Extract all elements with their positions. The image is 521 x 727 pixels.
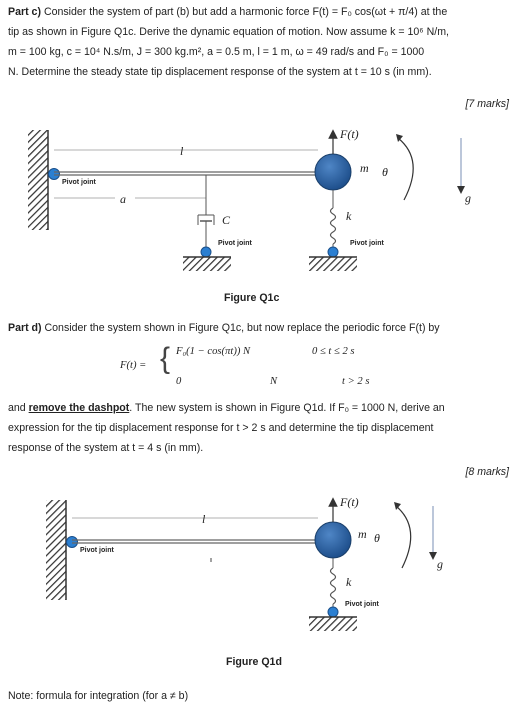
pivot-damper-circle [200,246,212,258]
pivot-left-label-d: Pivot joint [80,547,115,554]
gravity-label: g [465,191,471,205]
pivot-spring-circle [327,246,339,258]
partc-line3: m = 100 kg, c = 10⁴ N.s/m, J = 300 kg.m²… [8,46,425,58]
partc-text: Part c) Consider the system of part (b) … [8,2,508,82]
partd-line2: and remove the dashpot. The new system i… [8,402,445,414]
pivot-left-circle [48,168,60,180]
spring-k-label: k [346,209,352,223]
theta-label-d: θ [374,531,380,545]
pivot-left-circle-d [66,536,78,548]
damper-c-label: C [222,213,231,227]
case2-unit: N [270,376,278,387]
partd-line3: expression for the tip displacement resp… [8,422,434,434]
partd-marks: [8 marks] [465,466,509,478]
mass-ball-d [314,521,352,559]
case1-expr: F₀(1 − cos(πt)) N [176,346,251,357]
pivot-spring-circle-d [327,606,339,618]
ground-damper [183,257,231,271]
force-label-d: F(t) [339,495,359,509]
case1-cond: 0 ≤ t ≤ 2 s [312,346,355,357]
pivot-damper-label: Pivot joint [218,240,253,247]
figure-q1d: Pivot joint l m θ F(t) g k Pivot joint [46,495,443,631]
length-l-label-d: l [202,512,206,526]
length-a-label: a [120,192,126,206]
piecewise-lhs: F(t) = [120,360,147,371]
case2-cond: t > 2 s [342,376,370,387]
rotation-arc [397,137,414,201]
ground-spring [309,257,357,271]
partc-line2: tip as shown in Figure Q1c. Derive the d… [8,26,449,38]
figure-q1d-caption: Figure Q1d [226,656,282,668]
mass-m-label-d: m [358,527,367,541]
partc-heading: Part c) [8,6,41,18]
gravity-label-d: g [437,557,443,571]
wall-left-d [46,500,66,600]
mass-ball [314,153,352,191]
spring [329,207,337,245]
theta-label: θ [382,165,388,179]
partd-line4: response of the system at t = 4 s (in mm… [8,442,204,454]
partc-line1: Part c) Consider the system of part (b) … [8,6,448,18]
force-label: F(t) [339,127,359,141]
partd-intro: Part d) Consider the system shown in Fig… [8,318,508,338]
figure-q1c-caption: Figure Q1c [224,292,280,304]
ground-spring-d [309,617,357,631]
pivot-spring-label: Pivot joint [350,240,385,247]
pivot-spring-label-d: Pivot joint [345,601,380,608]
rotation-arc-d [395,505,412,569]
figure-q1c: Pivot joint l a C Pivot joint m θ F(t) g… [28,127,471,271]
mass-m-label: m [360,161,369,175]
spring-k-label-d: k [346,575,352,589]
partd-text: and remove the dashpot. The new system i… [8,398,508,458]
remove-dashpot-text: remove the dashpot [28,402,130,414]
partd-line1: Part d) Consider the system shown in Fig… [8,322,440,334]
partc-marks: [7 marks] [465,98,509,110]
spring-d [329,567,337,605]
pivot-left-label: Pivot joint [62,179,97,186]
case2-expr: 0 [176,376,182,387]
length-l-label: l [180,144,184,158]
partc-line4: N. Determine the steady state tip displa… [8,66,432,78]
wall-left [28,130,48,230]
note-text: Note: formula for integration (for a ≠ b… [8,690,189,702]
brace: { [160,342,171,375]
partd-heading: Part d) [8,322,42,334]
